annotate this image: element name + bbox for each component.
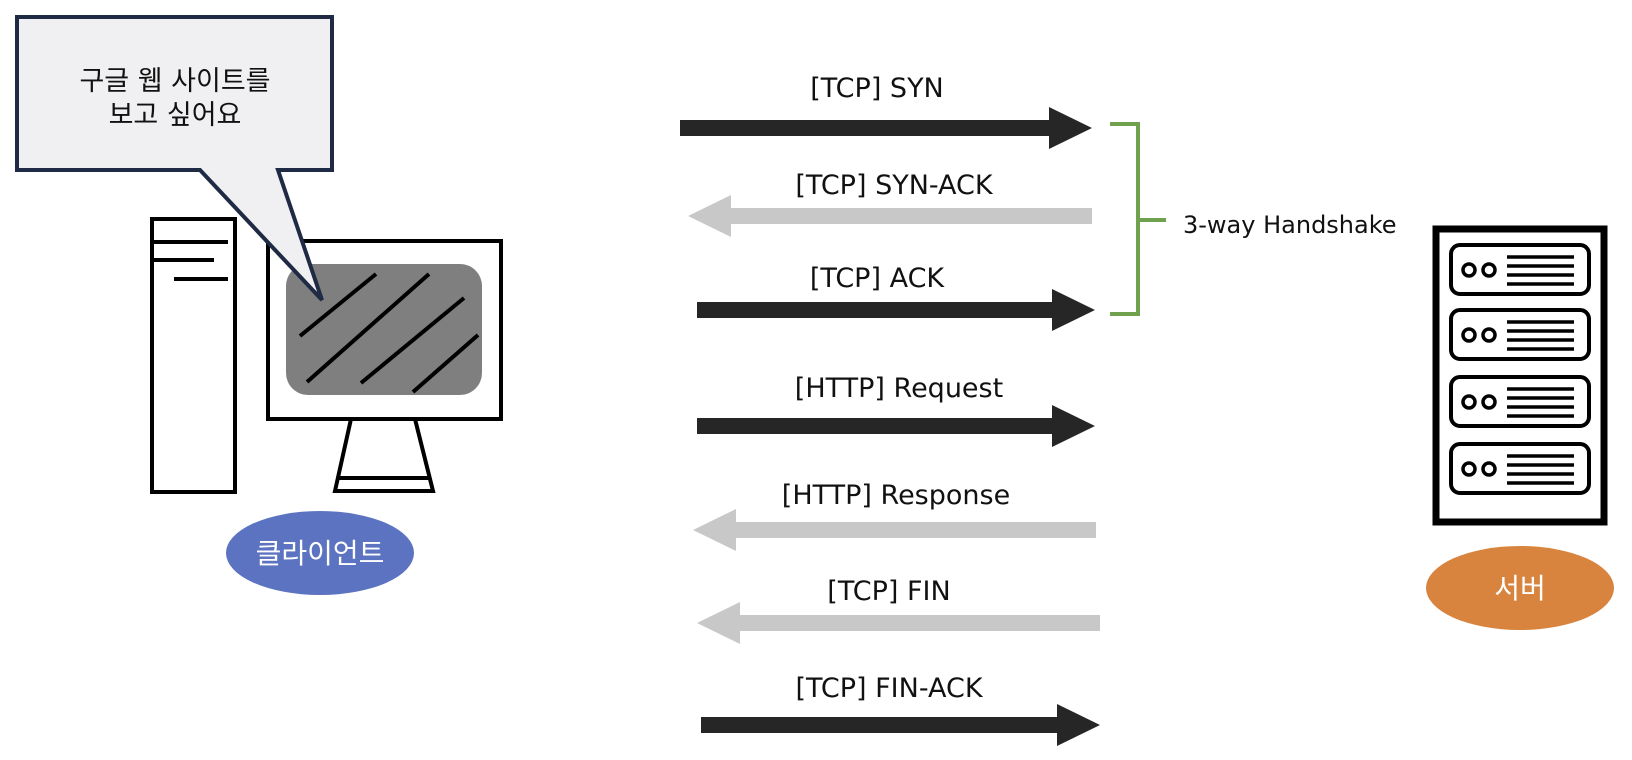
server-badge-ellipse: [1426, 546, 1614, 630]
message-label: [HTTP] Response: [782, 480, 1010, 511]
message-label: [HTTP] Request: [795, 373, 1003, 404]
server-rack-icon: [1432, 225, 1608, 526]
speech-bubble-line2: 보고 싶어요: [109, 100, 242, 131]
handshake-label: 3-way Handshake: [1183, 211, 1397, 239]
server-badge: 서버: [1426, 546, 1614, 630]
client-computer-icon: [150, 217, 503, 494]
message-tcp-syn: [TCP] SYN: [680, 73, 1092, 149]
arrow-left-icon: [693, 509, 1096, 551]
monitor-icon: [266, 239, 503, 493]
message-tcp-syn-ack: [TCP] SYN-ACK: [688, 170, 1092, 237]
message-label: [TCP] ACK: [810, 263, 946, 294]
message-tcp-fin: [TCP] FIN: [697, 576, 1100, 644]
server-unit-icon: [1449, 308, 1591, 361]
server-unit-icon: [1449, 442, 1591, 495]
arrow-right-icon: [680, 107, 1092, 149]
client-badge-ellipse: [226, 511, 414, 595]
arrow-left-icon: [697, 602, 1100, 644]
server-unit-icon: [1449, 243, 1591, 296]
message-http-request: [HTTP] Request: [697, 373, 1095, 447]
message-tcp-ack: [TCP] ACK: [697, 263, 1095, 331]
server-label: 서버: [1494, 572, 1546, 605]
handshake-bracket: 3-way Handshake: [1110, 122, 1397, 316]
arrow-right-icon: [701, 704, 1100, 746]
message-label: [TCP] SYN: [810, 73, 944, 104]
speech-bubble: 구글 웹 사이트를 보고 싶어요: [15, 15, 334, 302]
message-label: [TCP] FIN: [827, 576, 950, 607]
arrow-right-icon: [697, 289, 1095, 331]
message-arrows: [TCP] SYN [TCP] SYN-ACK [TCP] ACK [HTTP]: [680, 73, 1100, 746]
arrow-left-icon: [688, 195, 1092, 237]
speech-bubble-line1: 구글 웹 사이트를: [79, 66, 270, 97]
client-label: 클라이언트: [256, 537, 385, 570]
message-label: [TCP] SYN-ACK: [795, 170, 994, 201]
client-badge: 클라이언트: [226, 511, 414, 595]
bracket-icon: [1110, 122, 1166, 316]
message-label: [TCP] FIN-ACK: [795, 673, 983, 704]
arrow-right-icon: [697, 405, 1095, 447]
message-tcp-fin-ack: [TCP] FIN-ACK: [701, 673, 1100, 746]
server-unit-icon: [1449, 375, 1591, 428]
message-http-response: [HTTP] Response: [693, 480, 1096, 551]
pc-tower-icon: [150, 217, 237, 494]
